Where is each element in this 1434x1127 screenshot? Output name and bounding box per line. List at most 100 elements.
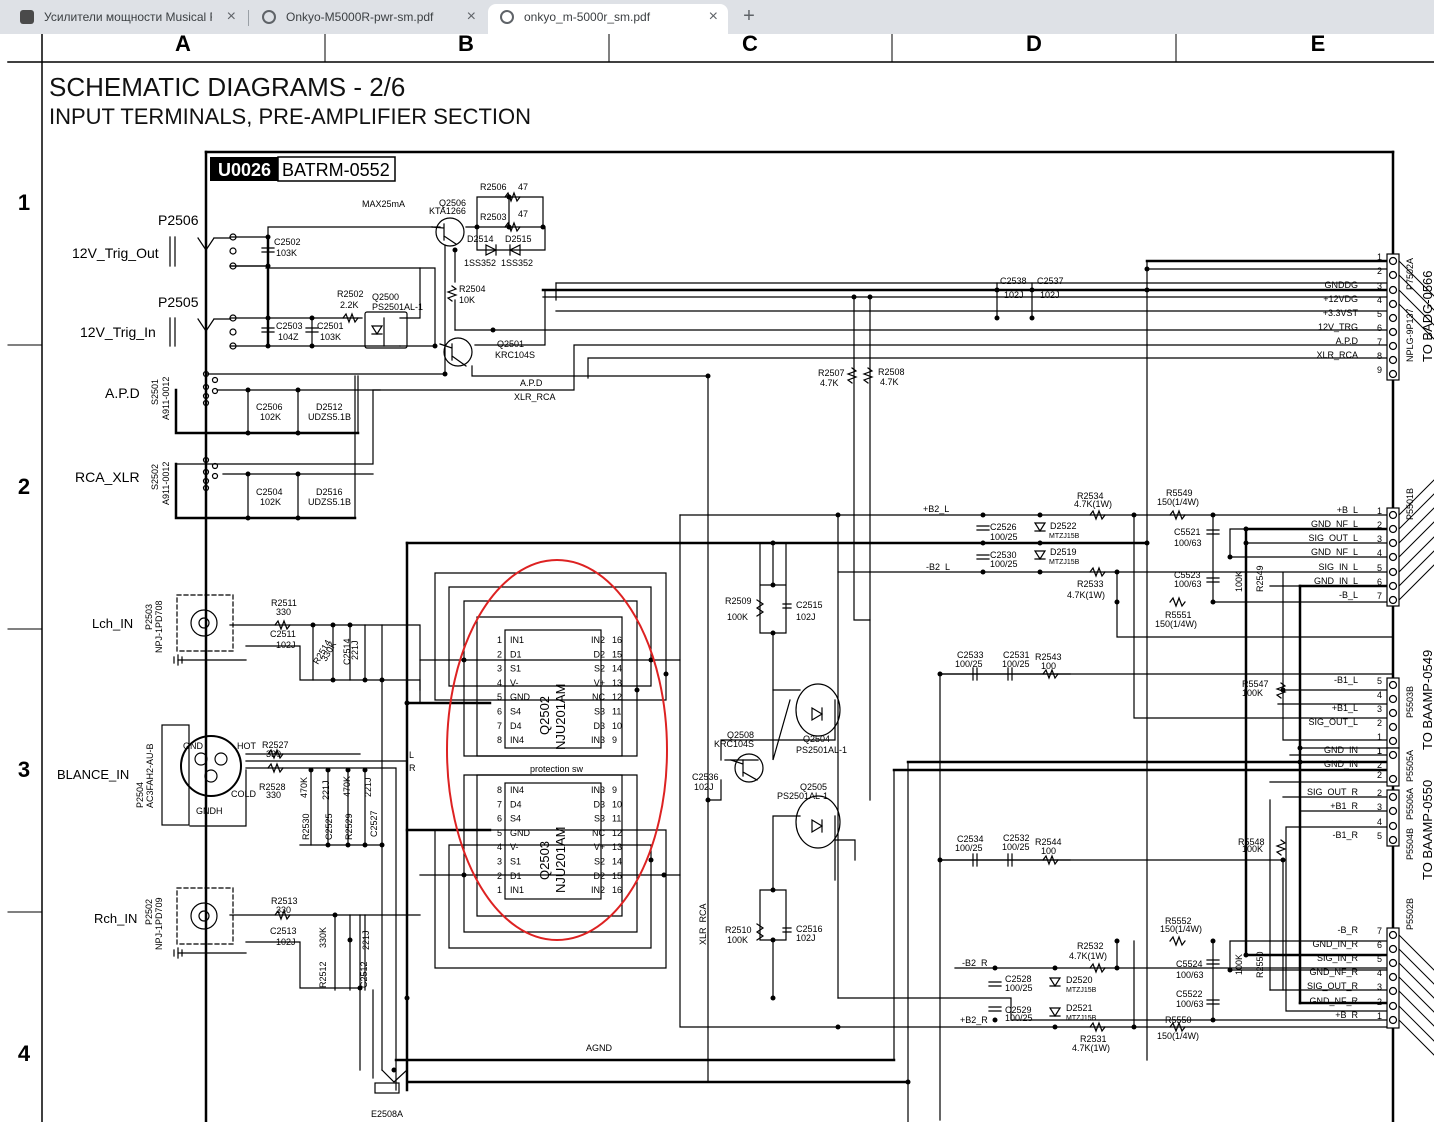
label: R2532 (1077, 941, 1104, 951)
globe-icon (500, 10, 514, 24)
label: MTZJ15B (1049, 559, 1080, 566)
label: 221J (363, 777, 373, 797)
close-tab-icon[interactable]: × (708, 8, 718, 25)
connector-pin-number: 5 (1377, 563, 1382, 573)
ic-pin-name: IN2 (591, 635, 605, 645)
ic-pin-name: IN4 (510, 785, 524, 795)
label: Q2500 (372, 292, 399, 302)
column-label: C (742, 34, 758, 56)
row-label: 4 (18, 1041, 31, 1066)
label: C5524 (1176, 959, 1203, 969)
row-label: 3 (18, 757, 30, 782)
label: 221J (321, 780, 331, 800)
tab-onkyo-sm[interactable]: onkyo_m-5000r_sm.pdf × (488, 4, 728, 34)
close-tab-icon[interactable]: × (226, 8, 236, 25)
ic-pin-name: D4 (510, 799, 522, 809)
tab-musical-fidelity[interactable]: Усилители мощности Musical Fidelity × (8, 4, 246, 34)
label: AC3FAH2-AU-B (145, 743, 155, 808)
label: A911-0012 (161, 462, 171, 505)
label: R2502 (337, 289, 364, 299)
ic-pin-name: S3 (594, 814, 605, 824)
label: 47 (518, 182, 528, 192)
ic-pin-name: S1 (510, 857, 521, 867)
ic-pin-number: 7 (497, 721, 502, 731)
label: S2501 (150, 379, 160, 405)
label: C2525 (324, 813, 334, 840)
label: C2527 (369, 810, 379, 837)
label: 330 (276, 905, 291, 915)
board-id: U0026 (218, 160, 271, 180)
connector-pin-number: 4 (1377, 968, 1382, 978)
connector-pin-number: 2 (1377, 770, 1382, 780)
label: KRC104S (714, 739, 754, 749)
label: 4.7K(1W) (1067, 590, 1105, 600)
label: RCA_XLR (75, 469, 140, 485)
ic-pin-name: NC (592, 692, 605, 702)
connector-pin-number: 8 (1377, 351, 1382, 361)
label: R5548 (1238, 837, 1265, 847)
ic-pin-name: IN4 (510, 735, 524, 745)
connector-pin-number: 6 (1377, 323, 1382, 333)
label: TO BAAMP-0550 (1420, 780, 1434, 880)
label: MTZJ15B (1049, 533, 1080, 540)
label: P5506A (1405, 788, 1415, 820)
label: PS2501AL-1 (777, 791, 828, 801)
label: NPLG-9P137 (1405, 308, 1415, 362)
label: MTZJ15B (1066, 1015, 1097, 1022)
connector-leads (1398, 260, 1434, 1056)
label: 100 (1041, 661, 1056, 671)
ic-pin-number: 1 (497, 885, 502, 895)
ic-pin-number: 12 (612, 828, 622, 838)
ic-pin-number: 14 (612, 664, 622, 674)
connector-pin-number: 7 (1377, 337, 1382, 347)
ic-pin-name: D1 (510, 649, 522, 659)
ic-pin-number: 4 (497, 842, 502, 852)
label: C2530 (990, 550, 1017, 560)
label: 150(1/4W) (1157, 1031, 1199, 1041)
connector-pin-number: 5 (1377, 309, 1382, 319)
connector-net-label: GND_IN_R (1312, 939, 1358, 949)
label: 100/25 (1002, 659, 1030, 669)
label: NPJ-1PD708 (154, 600, 164, 653)
ic-pin-number: 15 (612, 649, 622, 659)
label: 100/25 (990, 559, 1018, 569)
connector-net-label: SIG_IN_R (1317, 953, 1359, 963)
connector-pin-number: 6 (1377, 940, 1382, 950)
label: 100/63 (1174, 579, 1202, 589)
tab-onkyo-pwr[interactable]: Onkyo-M5000R-pwr-sm.pdf × (250, 4, 486, 34)
label: UDZS5.1B (308, 412, 351, 422)
connector-pin-number: 3 (1377, 802, 1382, 812)
connector-net-label: SIG_OUT_L (1308, 717, 1358, 727)
label: R2513 (271, 896, 298, 906)
ic-pin-name: S4 (510, 707, 521, 717)
connector-net-label: +3.3VST (1323, 308, 1359, 318)
column-label: D (1026, 34, 1042, 56)
label: 4.7K (880, 377, 899, 387)
label: 100K (727, 935, 748, 945)
label: 12V_Trig_Out (72, 245, 159, 261)
ic-pin-number: 12 (612, 692, 622, 702)
label: 330 (276, 607, 291, 617)
label: 102J (276, 937, 296, 947)
label: 102J (796, 933, 816, 943)
label: 330 (266, 790, 281, 800)
ic-pin-name: GND (510, 692, 531, 702)
ic-pin-name: V- (510, 678, 519, 688)
connector-pin-number: 3 (1377, 982, 1382, 992)
connector-net-label: GND_NF_R (1309, 996, 1358, 1006)
close-tab-icon[interactable]: × (466, 8, 476, 25)
schematic-diagram: A B C D E 1 2 3 4 SCHEMATIC DIAGRAMS - 2… (7, 31, 1434, 1124)
label: L (409, 750, 414, 760)
label: AGND (586, 1043, 613, 1053)
label: C2503 (276, 321, 303, 331)
label: -B2_R (962, 958, 988, 968)
ic-pin-name: IN1 (510, 635, 524, 645)
new-tab-button[interactable]: + (743, 5, 755, 27)
label: 100/63 (1176, 970, 1204, 980)
label: C2534 (957, 834, 984, 844)
label: R2530 (301, 813, 311, 840)
ic-pin-name: S3 (594, 707, 605, 717)
ic-pin-number: 7 (497, 799, 502, 809)
label: P2506 (158, 212, 199, 228)
